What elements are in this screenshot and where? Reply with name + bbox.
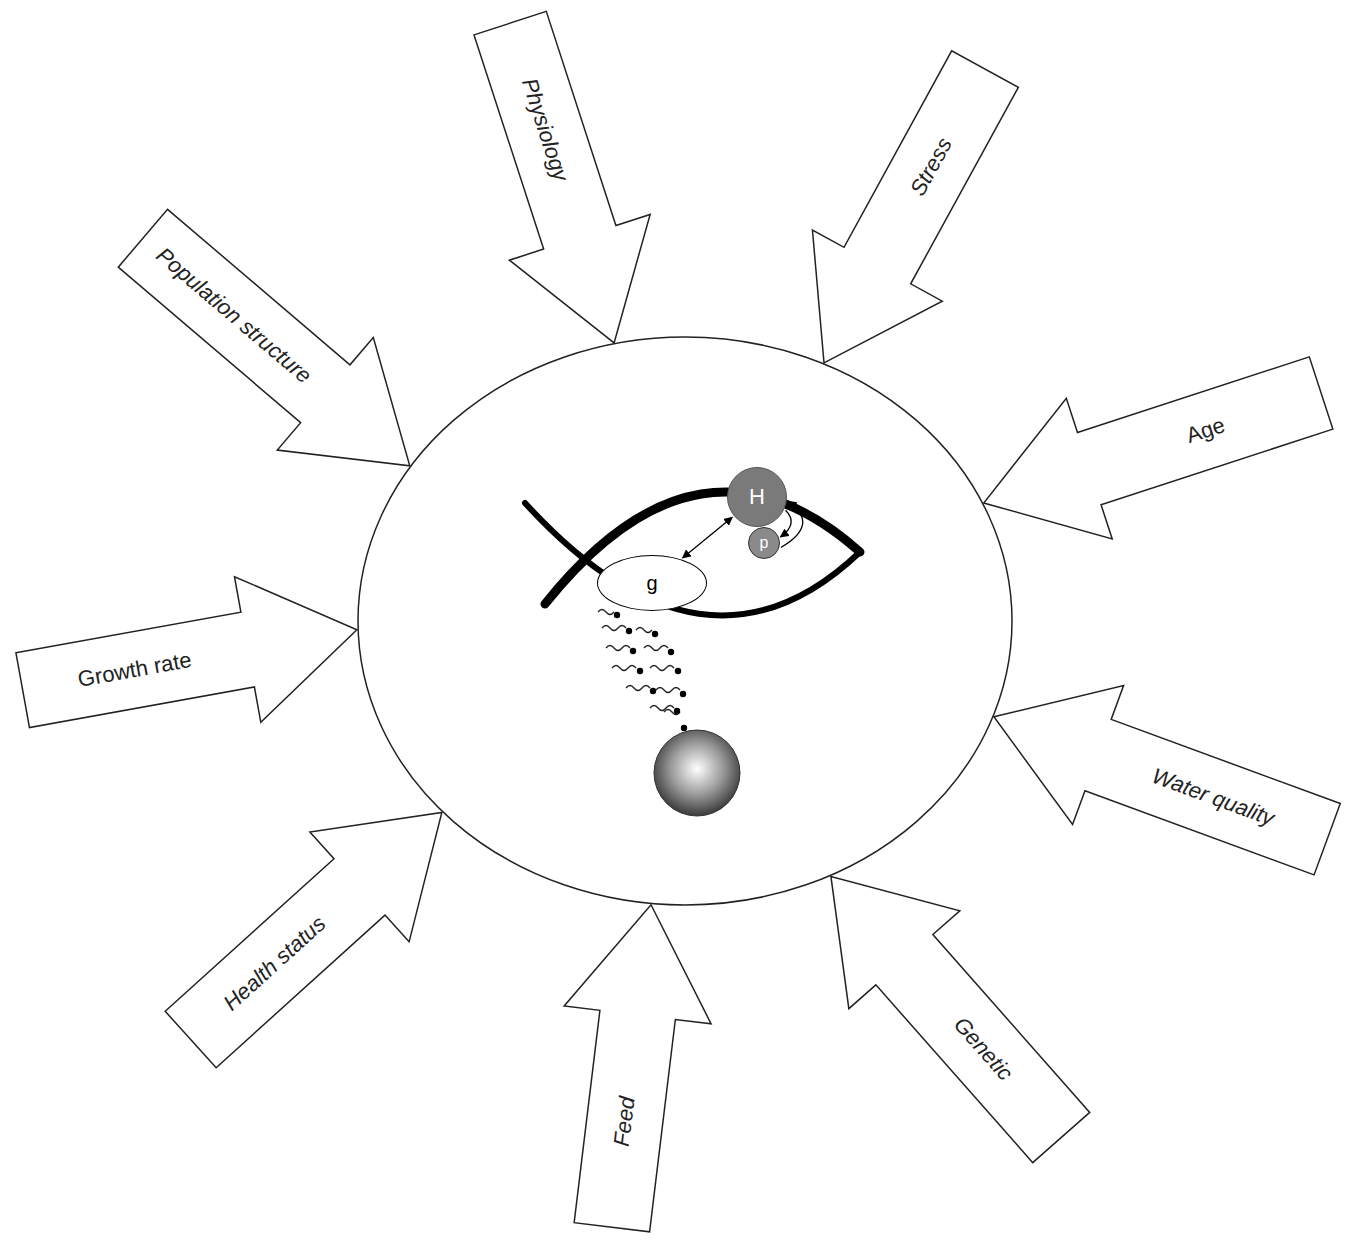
arrow-shape [539,896,725,1236]
hypothalamus-circle: H [727,467,787,527]
fish-lower-line [525,503,860,615]
arrow-shaft: Population structure [117,209,349,423]
factor-label: Genetic [950,1013,1017,1084]
factor-label: Age [1184,414,1228,447]
node-letter: p [760,535,769,551]
factor-arrow: Physiology [439,0,686,367]
arrow-shape [961,323,1344,574]
chain-links [598,610,680,715]
factor-label: Health status [220,912,330,1014]
factor-label: Physiology [518,76,572,184]
connector-arrow [683,517,733,558]
arrow-outline [960,322,1346,575]
arrow-shape [759,33,1050,398]
factor-arrow: Feed [538,894,726,1237]
factor-arrow: Health status [140,756,493,1096]
factor-label: Water quality [1149,765,1277,830]
factor-arrow: Water quality [967,646,1354,910]
arrow-shaft: Stress [844,50,1019,284]
node-letter: H [749,486,765,508]
arrow-shape [440,0,685,366]
arrow-shaft: Age [1077,357,1333,505]
arrow-outline [757,32,1050,400]
boundary-ellipse [358,337,1012,905]
arrow-outline [538,894,726,1237]
arrow-shape [968,648,1352,909]
arrow-shaft: Health status [165,859,386,1069]
arrow-outline [439,0,686,367]
factor-arrow: Population structure [93,181,459,524]
factor-arrow: Age [960,322,1346,575]
arrow-shape [95,182,458,522]
factor-label: Stress [906,134,955,199]
arrow-shaft: Feed [574,1010,675,1232]
factor-arrow: Growth rate [9,555,372,763]
arrow-shaft: Physiology [474,10,616,249]
factor-arrow: Genetic [774,826,1118,1188]
chain-beads [614,612,687,731]
gonad-ellipse: g [597,555,707,611]
factor-label: Feed [611,1095,639,1147]
arrow-shaft: Genetic [876,934,1091,1163]
arrow-shaft: Growth rate [15,612,254,728]
arrow-outline [774,826,1118,1188]
connector-arrow [780,510,791,537]
arrow-shape [776,827,1117,1186]
factor-label: Growth rate [76,649,193,691]
arrow-shape [10,557,370,763]
node-letter: g [646,573,657,593]
pituitary-circle: p [748,527,780,559]
weight-ball [654,730,740,816]
arrow-shape [141,757,491,1094]
factor-arrow: Stress [757,32,1050,400]
arrow-shaft: Water quality [1085,720,1341,876]
